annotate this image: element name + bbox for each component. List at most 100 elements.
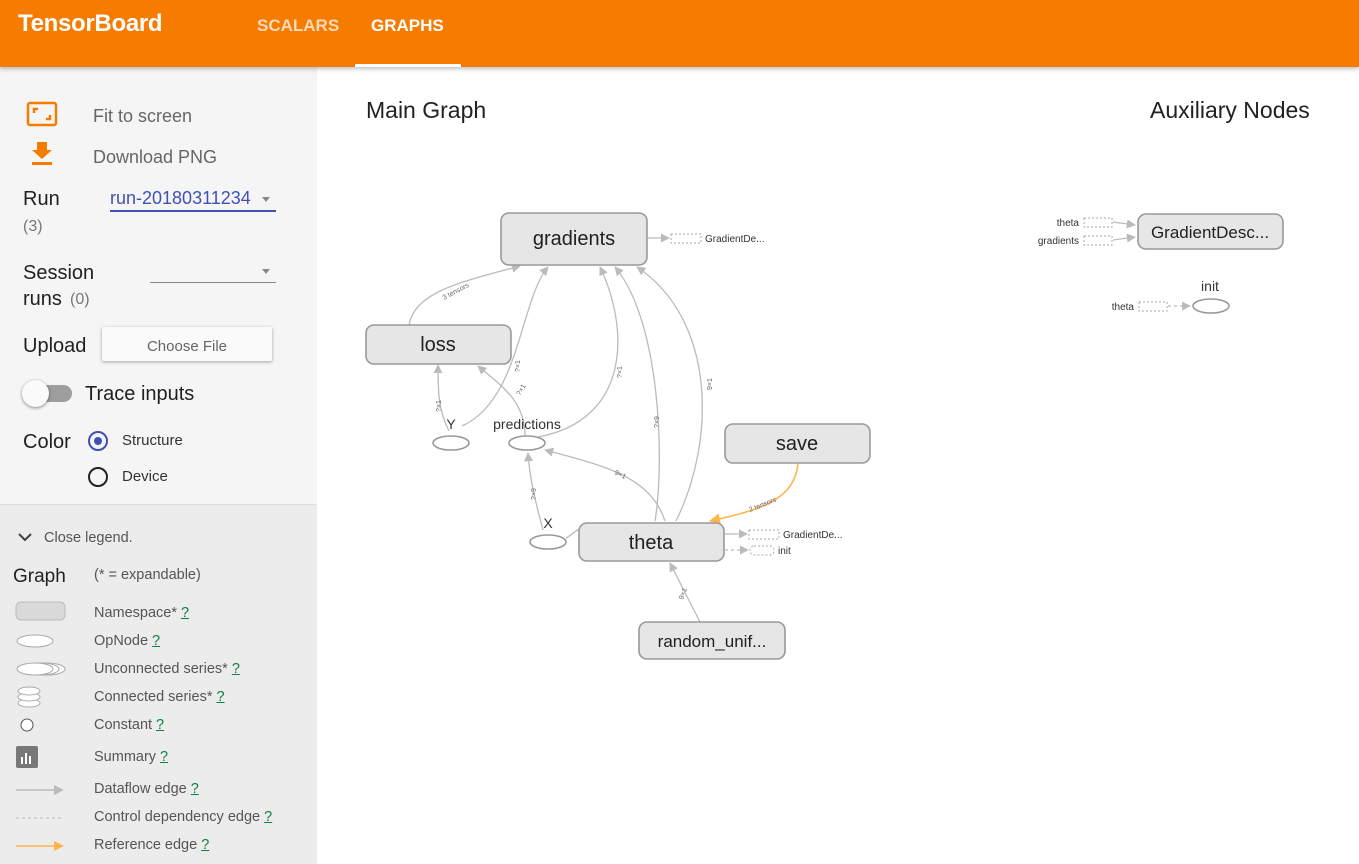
opnode-icon (16, 634, 54, 648)
legend-dataflow-edge-label: Dataflow edge (94, 781, 187, 797)
legend-unconnected-series: Unconnected series*? (94, 661, 240, 677)
graph-canvas[interactable]: 3 tensors ?×1 ?×1 ?×1 ?×1 ?×9 9×1 ?×9 9×… (317, 67, 1359, 863)
tab-graphs[interactable]: GRAPHS (371, 16, 444, 35)
edge-y-gradients (461, 266, 549, 427)
node-theta[interactable]: theta (578, 522, 725, 562)
upload-label: Upload (23, 335, 87, 357)
legend-control-edge-help[interactable]: ? (264, 809, 273, 825)
tab-scalars[interactable]: SCALARS (257, 16, 340, 35)
legend-graph-title: Graph (13, 566, 66, 587)
edge-predictions-loss (477, 365, 526, 437)
edge-label-theta-pred: 9×1 (613, 469, 627, 480)
node-save[interactable]: save (724, 423, 871, 464)
aux-input-gradients-label: gradients (1038, 236, 1079, 247)
reference-edge-icon (16, 841, 64, 851)
legend-namespace: Namespace*? (94, 605, 189, 621)
node-y-label: Y (446, 416, 456, 432)
aux-init-group[interactable]: init theta (1112, 278, 1230, 314)
trace-inputs-toggle[interactable] (22, 380, 49, 407)
chevron-down-icon[interactable] (18, 532, 32, 542)
legend-opnode-label: OpNode (94, 633, 149, 649)
edge-theta-gradients-2 (636, 266, 703, 522)
node-save-label: save (776, 433, 818, 455)
run-select[interactable]: run-20180311234 (110, 188, 251, 208)
edge-x-predictions (524, 452, 544, 531)
run-count: (3) (23, 218, 43, 235)
edge-label-y-loss: ?×1 (436, 400, 443, 412)
legend-dataflow-edge-help[interactable]: ? (190, 781, 199, 797)
gradients-output-label: GradientDe... (705, 234, 764, 245)
run-label: Run (23, 188, 60, 210)
legend-summary-help[interactable]: ? (160, 749, 169, 765)
legend-namespace-help[interactable]: ? (181, 605, 190, 621)
edge-label-y-grad: ?×1 (515, 360, 522, 372)
aux-init-label: init (1201, 278, 1219, 294)
node-loss-label: loss (420, 334, 456, 356)
legend-icons (15, 601, 66, 851)
node-x-label: X (543, 515, 553, 531)
aux-init-input-label: theta (1112, 302, 1135, 313)
theta-output-label-2: init (778, 546, 791, 557)
edge-save-theta-reference (708, 462, 799, 525)
legend-control-edge: Control dependency edge? (94, 809, 272, 825)
theta-output-stub-1[interactable]: GradientDe... (748, 529, 842, 541)
legend-connected-series-help[interactable]: ? (216, 689, 225, 705)
fit-to-screen-button[interactable]: Fit to screen (93, 106, 193, 126)
dataflow-edge-icon (16, 785, 64, 795)
session-label-line2: runs (23, 288, 62, 310)
auxiliary-nodes-title: Auxiliary Nodes (1150, 97, 1310, 123)
constant-icon (20, 718, 34, 732)
node-loss[interactable]: loss (365, 324, 512, 365)
edge-label-2-tensors: 2 tensors (748, 496, 778, 513)
legend-constant: Constant? (94, 717, 164, 733)
gradients-output-stub[interactable]: GradientDe... (670, 233, 764, 245)
close-legend-link[interactable]: Close legend. (44, 530, 133, 546)
color-device-radio[interactable] (88, 467, 108, 487)
session-dropdown-icon[interactable] (262, 269, 270, 274)
download-png-button[interactable]: Download PNG (93, 147, 218, 167)
edge-label-x-pred: ?×9 (531, 488, 538, 500)
edge-label-pred-grad: ?×1 (617, 366, 624, 378)
color-device-label: Device (122, 468, 168, 485)
summary-icon (16, 746, 38, 768)
legend-summary-label: Summary (94, 749, 157, 765)
choose-file-button[interactable]: Choose File (102, 327, 272, 361)
legend-namespace-label: Namespace* (94, 605, 178, 621)
color-structure-radio[interactable] (88, 431, 108, 451)
legend-reference-edge-label: Reference edge (94, 837, 198, 853)
edge-loss-gradients (408, 263, 521, 326)
theta-output-label-1: GradientDe... (783, 530, 842, 541)
legend-opnode: OpNode? (94, 633, 160, 649)
fit-to-screen-icon[interactable] (26, 101, 60, 129)
session-count: (0) (70, 291, 90, 308)
edge-y-loss (433, 364, 450, 432)
session-label: Session (23, 262, 95, 284)
node-random-uniform[interactable]: random_unif... (638, 621, 786, 660)
edge-label-random-theta: 9×1 (678, 587, 689, 601)
edge-random-theta (669, 562, 701, 623)
download-icon[interactable] (31, 142, 53, 166)
legend-constant-help[interactable]: ? (156, 717, 165, 733)
node-predictions[interactable]: predictions (493, 416, 561, 451)
run-dropdown-icon[interactable] (262, 197, 270, 202)
theta-output-stub-2[interactable]: init (749, 545, 791, 557)
legend-reference-edge-help[interactable]: ? (201, 837, 210, 853)
aux-input-theta-label: theta (1057, 218, 1080, 229)
edge-theta-predictions (544, 447, 666, 522)
legend-connected-series-label: Connected series* (94, 689, 213, 705)
node-y[interactable]: Y (432, 416, 470, 451)
legend-connected-series: Connected series*? (94, 689, 225, 705)
node-theta-label: theta (629, 532, 674, 554)
aux-gradient-descent-group[interactable]: theta gradients GradientDesc... (1038, 213, 1284, 250)
legend-opnode-help[interactable]: ? (152, 633, 161, 649)
aux-gradient-descent-label: GradientDesc... (1151, 223, 1269, 242)
legend-unconnected-series-help[interactable]: ? (231, 661, 240, 677)
top-app-bar: TensorBoard SCALARS GRAPHS (0, 0, 1359, 67)
node-gradients-label: gradients (533, 228, 615, 250)
node-predictions-label: predictions (493, 416, 561, 432)
legend-summary: Summary? (94, 749, 168, 765)
legend-expandable-note: (* = expandable) (94, 567, 201, 583)
node-x[interactable]: X (529, 515, 567, 550)
node-gradients[interactable]: gradients (500, 212, 648, 266)
namespace-icon (15, 601, 66, 621)
